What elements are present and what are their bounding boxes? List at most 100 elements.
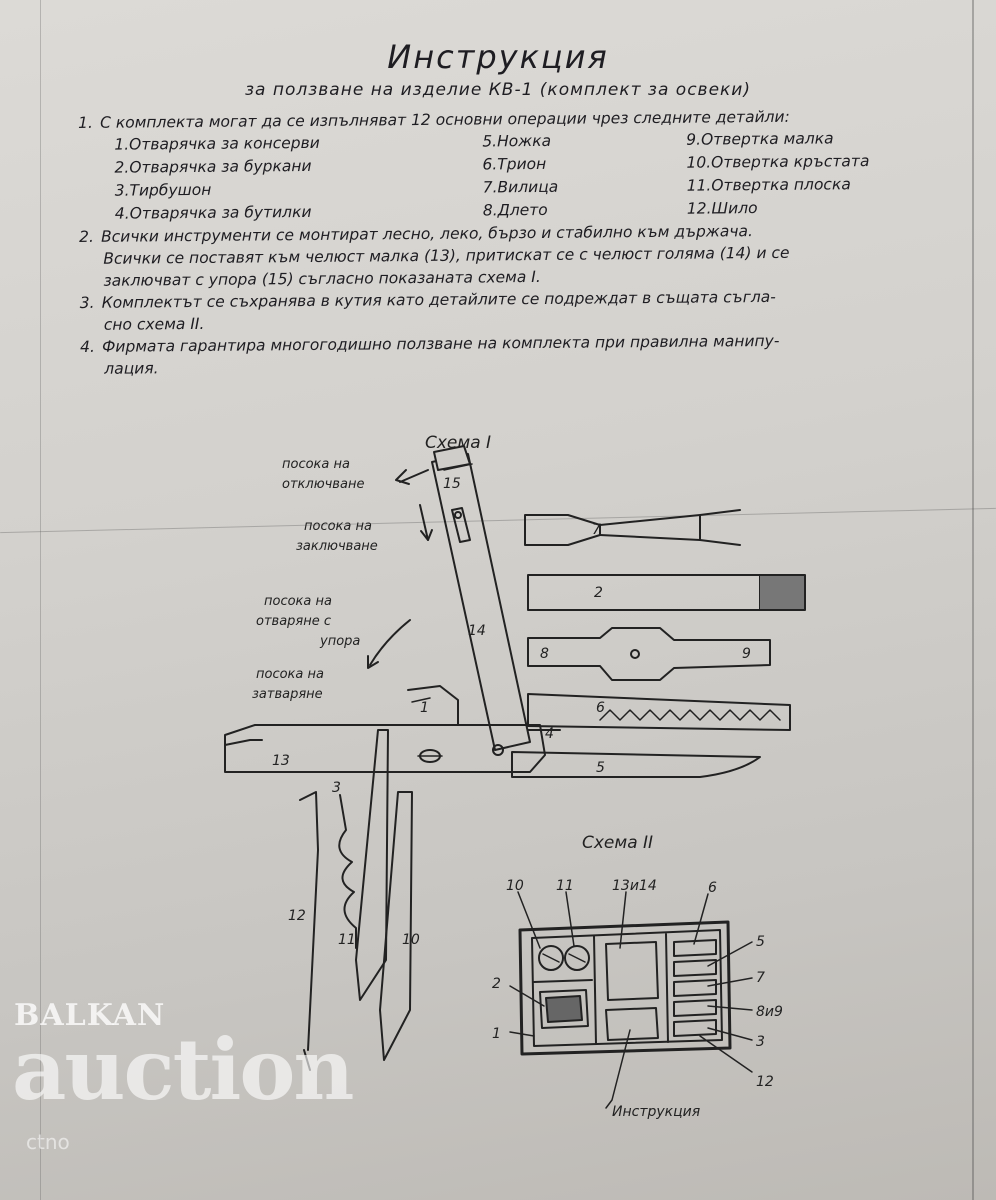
slot-hatch xyxy=(542,953,586,963)
callout-12: 12 xyxy=(288,908,306,924)
saw-slot xyxy=(673,939,717,957)
close-label-1: посока на xyxy=(256,667,324,682)
callout-13: 13 xyxy=(272,753,290,769)
instructions-slot xyxy=(605,1007,659,1041)
knife-slot xyxy=(673,959,717,977)
box-callout-11: 11 xyxy=(556,878,574,894)
open-label-3: упора xyxy=(319,634,360,649)
callout-10: 10 xyxy=(402,932,420,948)
unlock-arrow xyxy=(399,469,429,483)
box-callout-10: 10 xyxy=(506,878,524,894)
box-callout-13-14: 13и14 xyxy=(612,878,657,894)
document-title: Инструкция xyxy=(387,38,609,76)
box-caption-instruction: Инструкция xyxy=(612,1104,700,1120)
jaw-small-notch xyxy=(224,739,263,746)
corkscrew-3 xyxy=(338,794,357,949)
tool-8-rivet xyxy=(630,649,640,659)
scheme-1-title: Схема I xyxy=(425,433,491,453)
callout-4: 4 xyxy=(545,726,554,742)
callout-11: 11 xyxy=(338,932,356,948)
corkscrew-slot xyxy=(673,1019,717,1037)
scheme-2-numbers: 10 11 13и14 6 5 7 8и9 3 12 2 1 Инструкци… xyxy=(492,878,783,1120)
jaw-slot-rivet xyxy=(454,511,462,519)
fork-7-shaft xyxy=(599,509,741,546)
close-arrowhead xyxy=(367,655,379,669)
lock-arrow xyxy=(419,504,429,541)
watermark-balkan: BALKAN xyxy=(14,998,166,1033)
close-arrow xyxy=(369,619,411,666)
paper-fold-left xyxy=(40,0,41,1200)
box-callout-1: 1 xyxy=(492,1026,501,1042)
callout-6: 6 xyxy=(596,700,605,716)
watermark-small: ctno xyxy=(26,1130,70,1154)
leader-12 xyxy=(699,1035,753,1073)
jaws-slot xyxy=(605,941,659,1001)
document-subtitle: за ползване на изделие КВ-1 (комплект за… xyxy=(245,80,751,100)
box-divider-left xyxy=(533,979,593,983)
chisel-slot xyxy=(673,999,717,1017)
callout-3: 3 xyxy=(332,780,341,796)
leader-10 xyxy=(517,891,541,949)
screwdriver-10 xyxy=(379,791,413,1061)
unlock-arrowhead xyxy=(395,469,410,485)
leader-8-9 xyxy=(707,1005,753,1011)
leader-instruction xyxy=(605,1029,631,1109)
leader-2 xyxy=(509,985,545,1007)
watermark-auction: auction xyxy=(12,1020,354,1119)
leader-11 xyxy=(565,891,575,947)
unlock-label-2: отключване xyxy=(282,477,364,492)
leader-6 xyxy=(693,893,709,945)
jaw-small xyxy=(224,724,546,773)
jaw-large xyxy=(431,453,531,751)
box-callout-7: 7 xyxy=(756,970,765,986)
open-label-2: отваряне с xyxy=(256,614,331,629)
callout-8: 8 xyxy=(540,646,549,662)
opener-1-detail xyxy=(411,697,431,703)
fork-7 xyxy=(524,514,601,546)
callout-14: 14 xyxy=(468,623,486,639)
close-label-2: затваряне xyxy=(252,687,323,702)
knife-5 xyxy=(511,751,761,778)
saw-6-teeth xyxy=(599,709,781,721)
leader-5 xyxy=(707,941,753,967)
stop-15 xyxy=(433,445,471,471)
pivot-rivet xyxy=(492,744,504,756)
opener-2-grip xyxy=(759,574,806,611)
unlock-label-1: посока на xyxy=(282,457,350,472)
chisel-8-screwdriver-9 xyxy=(527,627,771,681)
callout-2: 2 xyxy=(594,585,603,601)
callout-9: 9 xyxy=(742,646,751,662)
storage-box xyxy=(518,920,732,1056)
awl-12-tip xyxy=(303,1049,311,1071)
storage-box-inner xyxy=(531,929,723,1047)
leader-7 xyxy=(707,977,753,987)
box-callout-8-9: 8и9 xyxy=(756,1004,783,1020)
opener-2-slot xyxy=(539,989,589,1029)
box-callout-5: 5 xyxy=(756,934,765,950)
callout-5: 5 xyxy=(596,760,605,776)
open-label-1: посока на xyxy=(264,594,332,609)
box-callout-12: 12 xyxy=(756,1074,774,1090)
leader-1 xyxy=(509,1031,535,1037)
lock-arrowhead xyxy=(420,529,433,541)
screwdriver-11-slot xyxy=(564,945,590,971)
jaw-slot xyxy=(451,507,471,543)
leader-3 xyxy=(707,1027,753,1041)
box-callout-2: 2 xyxy=(492,976,501,992)
screwdriver-11 xyxy=(355,729,389,1001)
saw-6 xyxy=(527,693,791,731)
fork-slot xyxy=(673,979,717,997)
box-divider-v2 xyxy=(665,933,669,1043)
lock-label-2: заключване xyxy=(296,539,378,554)
lock-label-1: посока на xyxy=(304,519,372,534)
callout-1: 1 xyxy=(420,700,429,716)
callout-7: 7 xyxy=(592,522,601,538)
opener-1 xyxy=(407,685,459,726)
callout-15: 15 xyxy=(443,476,461,492)
opener-2 xyxy=(527,574,761,611)
leader-13-14 xyxy=(619,891,627,949)
box-callout-6: 6 xyxy=(708,880,717,896)
box-divider-v1 xyxy=(593,935,597,1045)
